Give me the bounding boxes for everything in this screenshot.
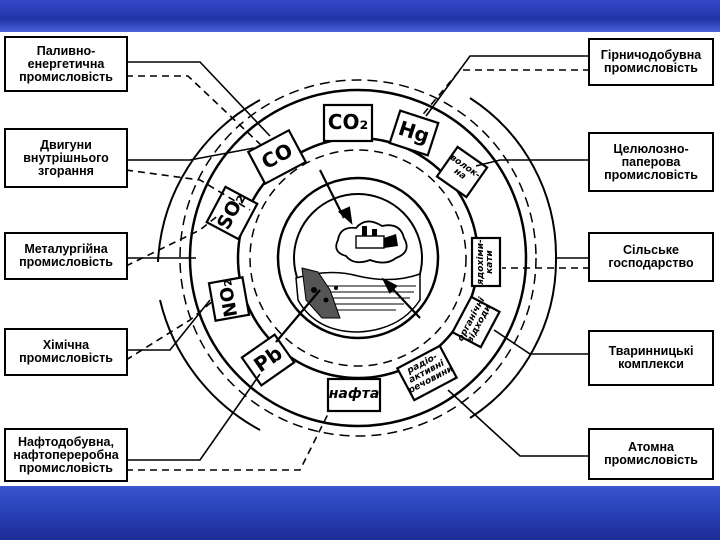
conn-engines bbox=[126, 147, 255, 161]
cell-pb bbox=[240, 333, 296, 387]
label-oil: нафта bbox=[328, 386, 380, 402]
outer-arc-2 bbox=[469, 257, 558, 419]
cell-radio bbox=[395, 344, 459, 402]
cell-oil bbox=[326, 377, 382, 413]
box-fuel-energy: Паливно- енергетична промисловість bbox=[4, 36, 128, 92]
cell-co bbox=[246, 128, 308, 186]
dashed-ring-inner bbox=[249, 149, 467, 367]
box-engines: Двигуни внутрішнього згорання bbox=[4, 128, 128, 188]
arrow-left bbox=[275, 289, 321, 343]
box-mining: Гірничодобувна промисловість bbox=[588, 38, 714, 86]
box-livestock: Тваринницькі комплекси bbox=[588, 330, 714, 386]
conn-mining-dashed bbox=[419, 69, 590, 119]
box-oil-industry: Нафтодобувна, нафтопереробна промисловіс… bbox=[4, 428, 128, 482]
top-blue-band bbox=[0, 0, 720, 32]
cell-fibers bbox=[435, 145, 489, 199]
box-agriculture: Сільське господарство bbox=[588, 232, 714, 282]
outer-arc-3 bbox=[157, 99, 261, 263]
cell-organic bbox=[450, 295, 502, 349]
box-pulp-paper: Целюлозно- паперова промисловість bbox=[588, 132, 714, 192]
cell-no2 bbox=[207, 276, 251, 322]
conn-mining bbox=[425, 55, 590, 117]
conn-fuel-dashed bbox=[126, 75, 263, 147]
conn-fuel-outer bbox=[126, 61, 271, 137]
label-toxic: ядохіми- кати bbox=[476, 239, 495, 285]
cell-hg bbox=[388, 109, 440, 157]
conn-nuclear bbox=[447, 389, 590, 457]
box-metallurgy: Металургійна промисловість bbox=[4, 232, 128, 280]
core-illustration bbox=[295, 220, 421, 333]
conn-metallurgy-dashed bbox=[125, 213, 221, 267]
outer-arc-4 bbox=[159, 299, 261, 431]
label-co2: CO₂ bbox=[327, 110, 369, 134]
cell-co2 bbox=[322, 103, 374, 143]
conn-chemical-dashed bbox=[125, 299, 215, 361]
dashed-ring-outer bbox=[179, 79, 537, 437]
bottom-blue-band bbox=[0, 486, 720, 540]
box-chemical: Хімічна промисловість bbox=[4, 328, 128, 376]
box-nuclear: Атомна промисловість bbox=[588, 428, 714, 480]
ring-core bbox=[276, 176, 440, 340]
cell-so2 bbox=[205, 185, 259, 241]
outer-arc-1 bbox=[469, 97, 558, 259]
conn-oil bbox=[126, 373, 261, 461]
cell-toxic bbox=[470, 236, 502, 288]
conn-engines-dashed bbox=[125, 169, 251, 211]
conn-livestock bbox=[493, 329, 590, 355]
arrow-bottom bbox=[389, 285, 421, 319]
conn-oil-dashed bbox=[126, 409, 331, 471]
conn-paper bbox=[475, 159, 590, 167]
arrow-top bbox=[319, 169, 345, 219]
